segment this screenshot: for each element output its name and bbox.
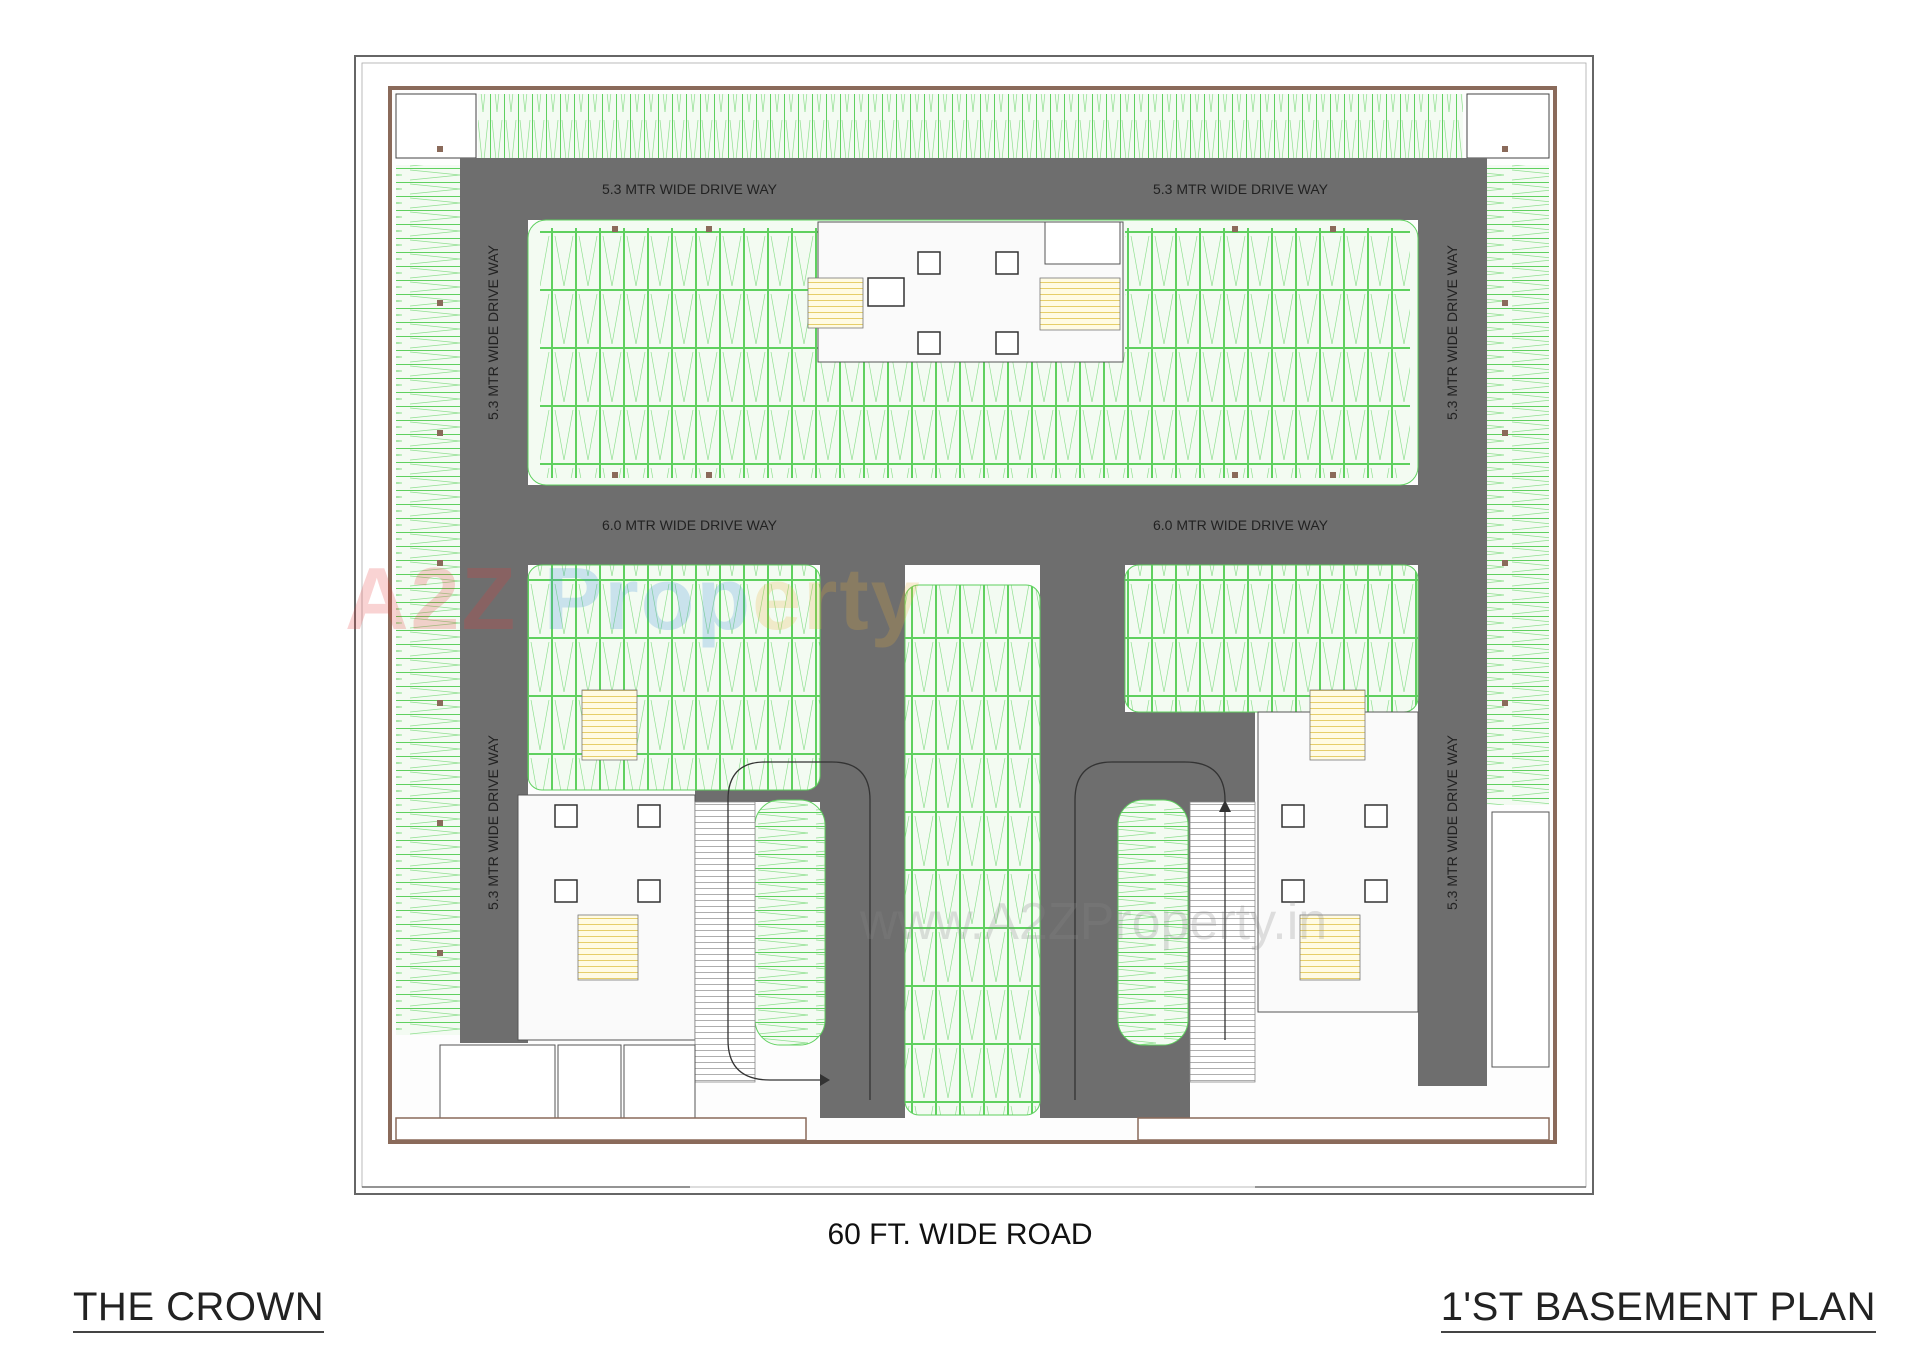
parking-spine-center	[904, 584, 1041, 1116]
ramp-right	[1189, 801, 1256, 1083]
bottom-wall-strip-right	[1137, 1117, 1550, 1141]
service-rooms-bottom-left	[439, 1044, 696, 1119]
ramp-arrowhead-right	[1219, 800, 1231, 812]
central-parking-west	[540, 228, 820, 478]
sheet-title: 1'ST BASEMENT PLAN	[1440, 1285, 1876, 1333]
driveway-label-right-upper: 5.3 MTR WIDE DRIVE WAY	[1444, 244, 1460, 420]
lifts-lower-right	[1281, 804, 1388, 903]
driveway-label-middle-left: 6.0 MTR WIDE DRIVE WAY	[602, 517, 778, 533]
service-room-right	[1491, 811, 1550, 1068]
ramp-island-right	[1117, 799, 1189, 1046]
bottom-wall-strip	[395, 1117, 807, 1141]
central-core	[807, 221, 1124, 363]
parking-block-lower-right	[1124, 564, 1419, 713]
project-name: THE CROWN	[73, 1285, 325, 1333]
ramp-arrow-path-right	[1074, 761, 1226, 1100]
ramp-arrowhead-left	[820, 1074, 830, 1086]
stair-lower-right	[1309, 689, 1366, 761]
structural-columns	[437, 146, 1508, 956]
corner-room-top-left	[395, 93, 477, 159]
ramp-island-left	[754, 799, 826, 1046]
stair-lower-right-2	[1299, 914, 1361, 981]
driveway-label-middle-right: 6.0 MTR WIDE DRIVE WAY	[1153, 517, 1329, 533]
road-label: 60 FT. WIDE ROAD	[827, 1218, 1093, 1251]
central-parking-east	[1125, 228, 1410, 478]
parking-strip-right	[1487, 165, 1549, 805]
driveway-label-top-left: 5.3 MTR WIDE DRIVE WAY	[602, 181, 778, 197]
central-parking-mid-low	[820, 350, 1125, 478]
driveway-label-right-lower: 5.3 MTR WIDE DRIVE WAY	[1444, 734, 1460, 910]
parking-strip-top	[478, 94, 1463, 158]
plot-inner-boundary	[361, 62, 1587, 1188]
stair-lower-left-2	[577, 914, 639, 981]
stair-lower-left	[581, 689, 638, 761]
driveway-label-left-lower: 5.3 MTR WIDE DRIVE WAY	[485, 734, 501, 910]
driveway-label-top-right: 5.3 MTR WIDE DRIVE WAY	[1153, 181, 1329, 197]
parking-strip-left	[396, 165, 460, 1035]
driveway-label-left-upper: 5.3 MTR WIDE DRIVE WAY	[485, 244, 501, 420]
watermark-url: www.A2ZProperty.in	[860, 893, 1328, 951]
ramp-left	[694, 801, 756, 1083]
watermark-logo: A2Z Property	[345, 549, 922, 648]
ramp-arrow-path-left	[727, 761, 871, 1100]
lifts-lower-left	[554, 804, 661, 903]
